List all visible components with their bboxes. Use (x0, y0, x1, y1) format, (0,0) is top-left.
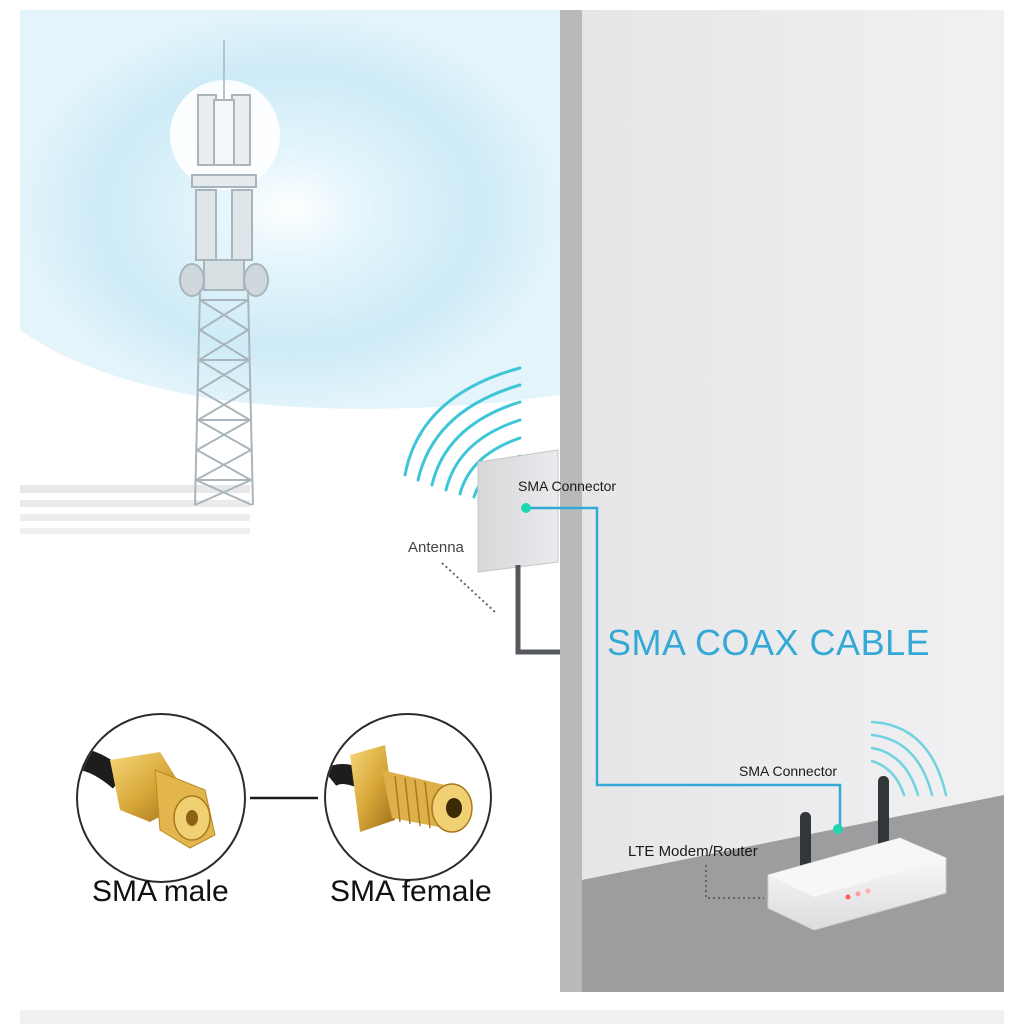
wall (560, 10, 1004, 992)
sma-male-label: SMA male (92, 875, 229, 908)
coax-cable (526, 506, 842, 828)
antenna-signal-icon (403, 366, 522, 499)
router-label: LTE Modem/Router (628, 843, 758, 860)
signal-glow (20, 10, 560, 409)
lte-router-icon (767, 776, 947, 931)
tower-shadow (20, 485, 250, 534)
sma-connector-label-router: SMA Connector (739, 763, 838, 779)
panel-antenna-icon (477, 449, 560, 655)
sma-connector-dot-top (521, 503, 531, 513)
sma-male-connector-icon (76, 713, 246, 883)
cell-tower-icon (179, 40, 269, 506)
sma-connector-dot-router (833, 824, 843, 834)
coax-cable-label: SMA COAX CABLE (607, 622, 931, 663)
footer-bar (20, 1010, 1004, 1024)
sma-connector-label-top: SMA Connector (518, 478, 617, 494)
antenna-label: Antenna (408, 539, 464, 556)
sma-female-label: SMA female (330, 875, 492, 908)
router-pointer (705, 865, 764, 899)
antenna-pointer (441, 562, 496, 613)
router-signal-icon (870, 720, 948, 797)
sma-female-connector-icon (324, 713, 492, 881)
